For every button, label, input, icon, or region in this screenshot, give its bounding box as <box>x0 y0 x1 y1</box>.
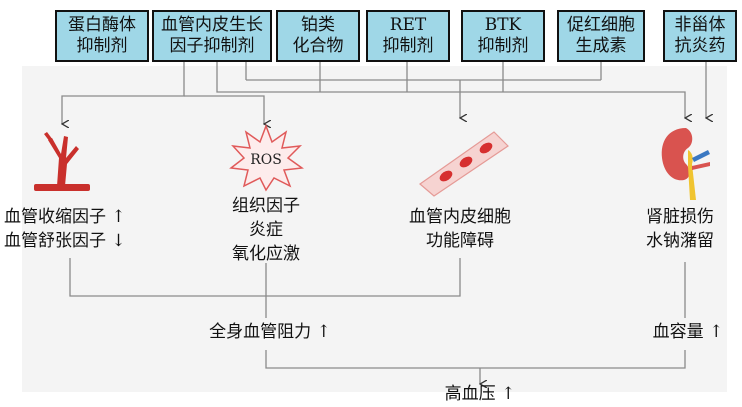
tissue-factor-text: 组织因子 <box>232 196 300 216</box>
vascular-resistance-label: 全身血管阻力 ↑ <box>209 322 331 342</box>
drug-label-line2: 抑制剂 <box>382 36 434 56</box>
kidney-icon <box>661 128 710 200</box>
oxidative-stress-text: 氧化应激 <box>232 244 300 264</box>
drug-label-line1: 促红细胞 <box>567 15 635 35</box>
vasoconstrictor-text: 血管收缩因子 ↑ <box>4 207 126 227</box>
diagram-background <box>22 66 727 392</box>
blood-volume-label: 血容量 ↑ <box>652 322 724 342</box>
ros-effects-label: 组织因子 炎症 氧化应激 <box>206 194 326 266</box>
blood-vessel-icon <box>34 132 90 191</box>
drug-box-ret-inhibitor: RET 抑制剂 <box>366 10 450 62</box>
drug-box-platinum-compounds: 铂类 化合物 <box>276 10 360 62</box>
kidney-injury-label: 肾脏损伤 水钠潴留 <box>620 205 740 253</box>
drug-label-line2: 抑制剂 <box>477 36 529 56</box>
endothelial-dysfunction-label: 血管内皮细胞 功能障碍 <box>385 205 535 253</box>
vessel-factors-label: 血管收缩因子 ↑ 血管舒张因子 ↓ <box>4 205 154 253</box>
drug-box-btk-inhibitor: BTK 抑制剂 <box>461 10 545 62</box>
endothelial-text: 血管内皮细胞 <box>409 207 511 227</box>
drug-label-line2: 生成素 <box>575 36 627 56</box>
drug-label-line2: 抗炎药 <box>674 36 726 56</box>
drug-label-line2: 因子抑制剂 <box>169 36 255 56</box>
drug-box-vegf-inhibitor: 血管内皮生长 因子抑制剂 <box>152 10 272 62</box>
ros-burst-icon: ROS <box>229 124 304 192</box>
drug-label-line1: 非甾体 <box>674 15 726 35</box>
drug-label-line2: 抑制剂 <box>76 36 128 56</box>
drug-label-line2: 化合物 <box>292 36 344 56</box>
drug-box-proteasome-inhibitor: 蛋白酶体 抑制剂 <box>55 10 149 62</box>
dysfunction-text: 功能障碍 <box>426 231 494 251</box>
endothelial-cell-icon <box>419 131 509 197</box>
vasodilator-text: 血管舒张因子 ↓ <box>4 231 126 251</box>
drug-label-line1: 蛋白酶体 <box>68 15 136 35</box>
drug-label-line1: 血管内皮生长 <box>161 15 263 35</box>
hypertension-label: 高血压 ↑ <box>444 384 516 404</box>
drug-box-nsaids: 非甾体 抗炎药 <box>663 10 737 62</box>
inflammation-text: 炎症 <box>249 220 283 240</box>
ros-label: ROS <box>250 152 282 168</box>
drug-label-line1: BTK <box>484 15 522 35</box>
drug-box-erythropoietin: 促红细胞 生成素 <box>557 10 645 62</box>
drug-label-line1: 铂类 <box>301 15 335 35</box>
drug-label-line1: RET <box>389 15 427 35</box>
kidney-injury-text: 肾脏损伤 <box>646 207 714 227</box>
sodium-retention-text: 水钠潴留 <box>646 231 714 251</box>
